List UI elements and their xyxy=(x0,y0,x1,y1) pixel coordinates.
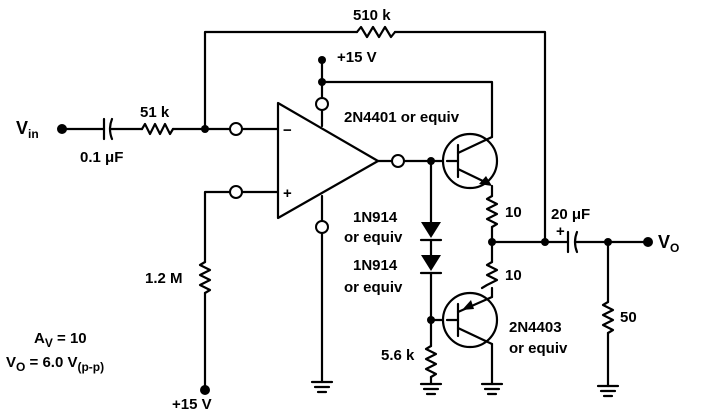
feedback-path xyxy=(203,25,547,244)
vin-label: Vin xyxy=(16,118,39,141)
cap-plus-sign: + xyxy=(556,223,565,240)
op-amp: − + xyxy=(276,56,494,394)
op-amp-plus: + xyxy=(283,185,292,202)
gain-label: AV = 10 xyxy=(34,330,87,350)
d1-equiv-label: or equiv xyxy=(344,229,403,246)
q2-equiv-label: or equiv xyxy=(509,340,568,357)
q1-label: 2N4401 or equiv xyxy=(344,109,460,126)
r-load-label: 50 xyxy=(620,309,637,326)
op-amp-minus: − xyxy=(283,122,292,139)
d1-part-label: 1N914 xyxy=(353,209,398,226)
c-output-label: 20 μF xyxy=(551,206,590,223)
d2-equiv-label: or equiv xyxy=(344,279,403,296)
r-input-label: 51 k xyxy=(140,104,170,121)
q2-part-label: 2N4403 xyxy=(509,319,562,336)
supply-bottom-label: +15 V xyxy=(172,396,212,411)
transistor-q2 xyxy=(441,291,504,396)
r-feedback-label: 510 k xyxy=(353,7,391,24)
output-stage: + xyxy=(480,184,653,398)
r-emitter-top-label: 10 xyxy=(505,204,522,221)
input-path xyxy=(57,117,280,141)
r-emitter-bottom-label: 10 xyxy=(505,267,522,284)
vo-terminal xyxy=(643,237,653,247)
bias-path xyxy=(198,185,280,395)
diode-string xyxy=(419,159,449,396)
vout-spec-label: VO = 6.0 V(p-p) xyxy=(6,354,104,374)
vo-label: VO xyxy=(658,232,679,255)
supply-top-label: +15 V xyxy=(337,49,377,66)
supply-bottom-terminal xyxy=(200,385,210,395)
d2-part-label: 1N914 xyxy=(353,257,398,274)
c-input-label: 0.1 μF xyxy=(80,149,123,166)
r-bias-label: 1.2 M xyxy=(145,270,183,287)
r-base-bias-label: 5.6 k xyxy=(381,347,415,364)
transistor-q1 xyxy=(441,132,499,190)
